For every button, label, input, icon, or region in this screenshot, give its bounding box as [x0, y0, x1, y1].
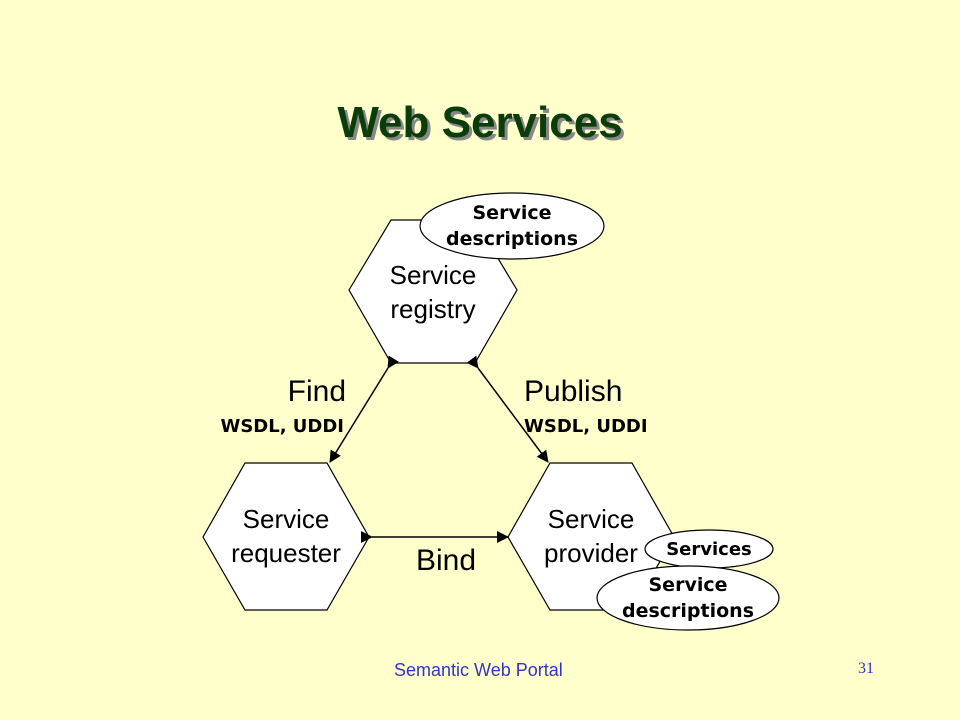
- provider-service-descriptions: Service descriptions: [596, 565, 780, 631]
- slide-title: Web Services: [337, 98, 623, 147]
- bind-label: Bind: [416, 544, 476, 577]
- service-requester-label-line1: Service: [243, 504, 330, 534]
- find-arrow: [329, 355, 399, 463]
- publish-arrow: [466, 355, 549, 463]
- provider-services: Services: [644, 529, 774, 569]
- provider-services-label: Services: [666, 539, 752, 560]
- service-provider-label-line1: Service: [548, 504, 635, 534]
- find-sublabel: WSDL, UDDI: [220, 416, 344, 437]
- publish-sublabel: WSDL, UDDI: [524, 416, 648, 437]
- registry-service-descriptions: Service descriptions: [419, 192, 605, 260]
- find-label: Find: [288, 375, 346, 408]
- service-requester-label-line2: requester: [231, 538, 341, 568]
- slide-page-number: 31: [858, 660, 874, 677]
- service-registry-label-line1: Service: [390, 260, 477, 290]
- service-provider-label-line2: provider: [544, 538, 638, 568]
- service-requester-node: Service requester: [202, 462, 370, 611]
- provider-descriptions-line1: Service: [649, 574, 728, 596]
- provider-descriptions-line2: descriptions: [622, 600, 754, 622]
- slide-footer: Semantic Web Portal: [394, 660, 563, 680]
- registry-descriptions-line2: descriptions: [446, 228, 578, 250]
- service-registry-label-line2: registry: [390, 294, 475, 324]
- registry-descriptions-line1: Service: [473, 202, 552, 224]
- publish-label: Publish: [524, 375, 622, 408]
